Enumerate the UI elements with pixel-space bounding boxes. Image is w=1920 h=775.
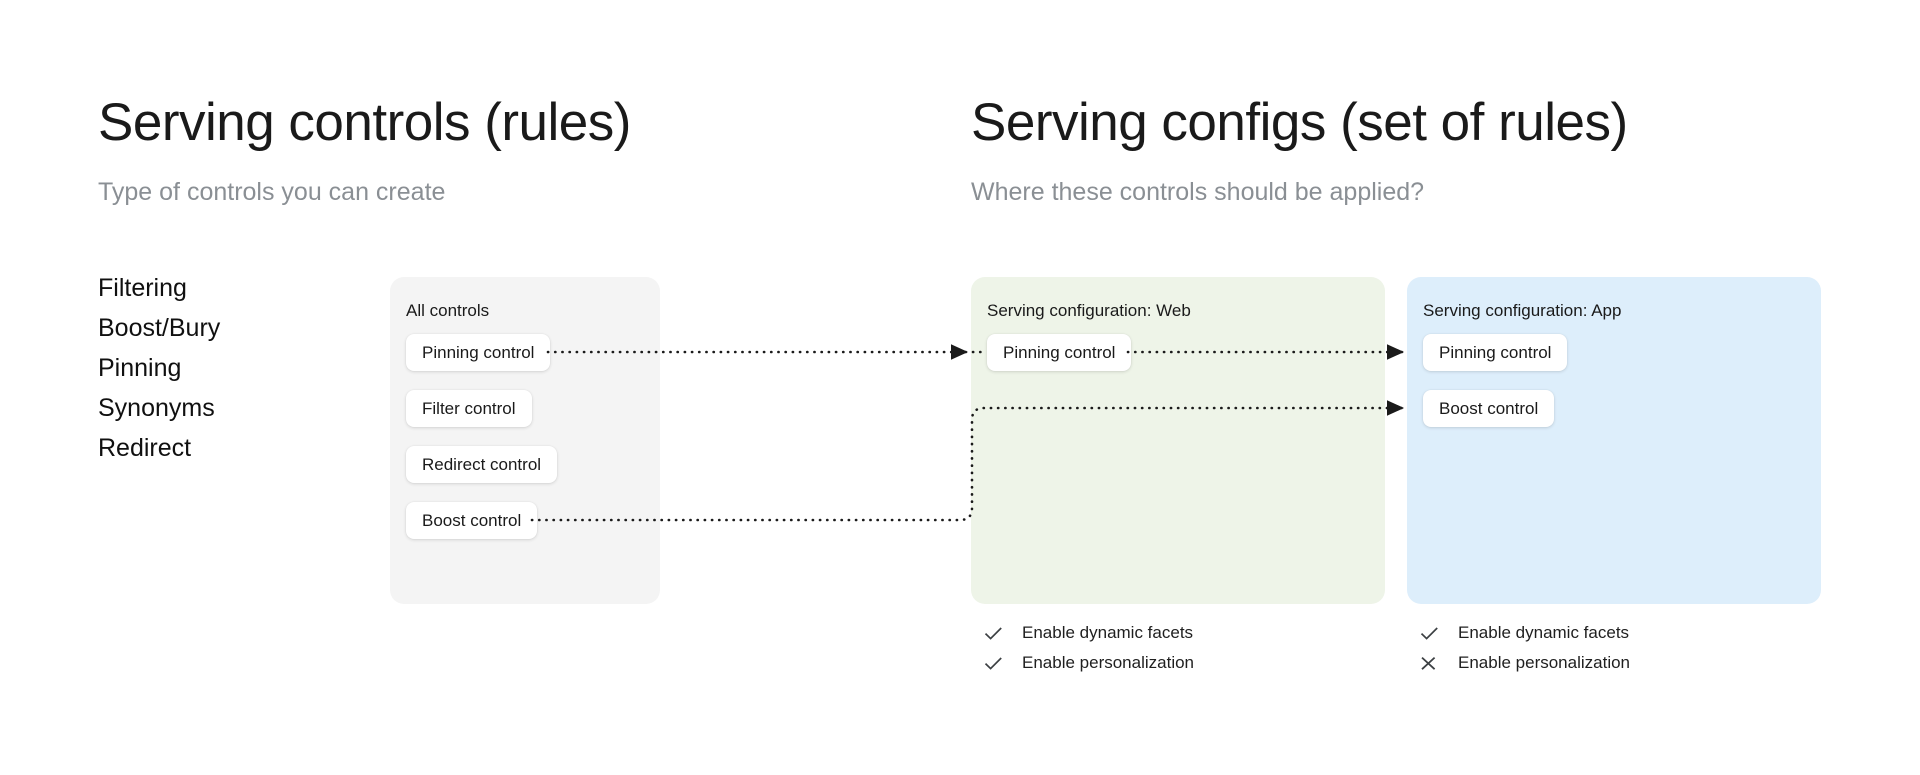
right-section-heading: Serving configs (set of rules) [971,93,1628,152]
control-type-item: Pinning [98,354,182,382]
option-row: Enable personalization [984,653,1194,673]
control-type-item: Boost/Bury [98,314,221,342]
option-label: Enable personalization [1458,653,1631,672]
app-config-panel: Serving configuration: App Pinning contr… [1407,277,1821,604]
web-config-options: Enable dynamic facets Enable personaliza… [984,623,1194,673]
option-label: Enable dynamic facets [1458,623,1630,642]
right-section-subheading: Where these controls should be applied? [971,178,1425,206]
check-icon [1420,623,1442,643]
cross-icon [1420,653,1442,673]
option-row: Enable personalization [1420,653,1630,673]
option-row: Enable dynamic facets [1420,623,1630,643]
web-config-panel-title: Serving configuration: Web [987,301,1191,320]
web-config-panel: Serving configuration: Web Pinning contr… [971,277,1385,604]
control-type-item: Redirect [98,434,192,462]
left-section-subheading: Type of controls you can create [98,178,446,206]
check-icon [984,653,1006,673]
control-type-item: Filtering [98,274,187,302]
app-config-options: Enable dynamic facets Enable personaliza… [1420,623,1630,673]
all-controls-panel-title: All controls [406,301,490,320]
option-row: Enable dynamic facets [984,623,1194,643]
chip-pinning-control-app[interactable]: Pinning control [1423,334,1568,371]
all-controls-panel: All controls Pinning control Filter cont… [390,277,660,604]
chip-filter-control-all[interactable]: Filter control [406,390,532,427]
option-label: Enable dynamic facets [1022,623,1194,642]
app-config-panel-title: Serving configuration: App [1423,301,1622,320]
option-label: Enable personalization [1022,653,1195,672]
control-types-list: Filtering Boost/Bury Pinning Synonyms Re… [98,268,220,468]
chip-boost-control-all[interactable]: Boost control [406,502,538,539]
check-icon [984,623,1006,643]
chip-boost-control-app[interactable]: Boost control [1423,390,1555,427]
control-type-item: Synonyms [98,394,215,422]
chip-pinning-control-all[interactable]: Pinning control [406,334,551,371]
left-section-heading: Serving controls (rules) [98,93,631,152]
chip-pinning-control-web[interactable]: Pinning control [987,334,1132,371]
chip-redirect-control-all[interactable]: Redirect control [406,446,558,483]
